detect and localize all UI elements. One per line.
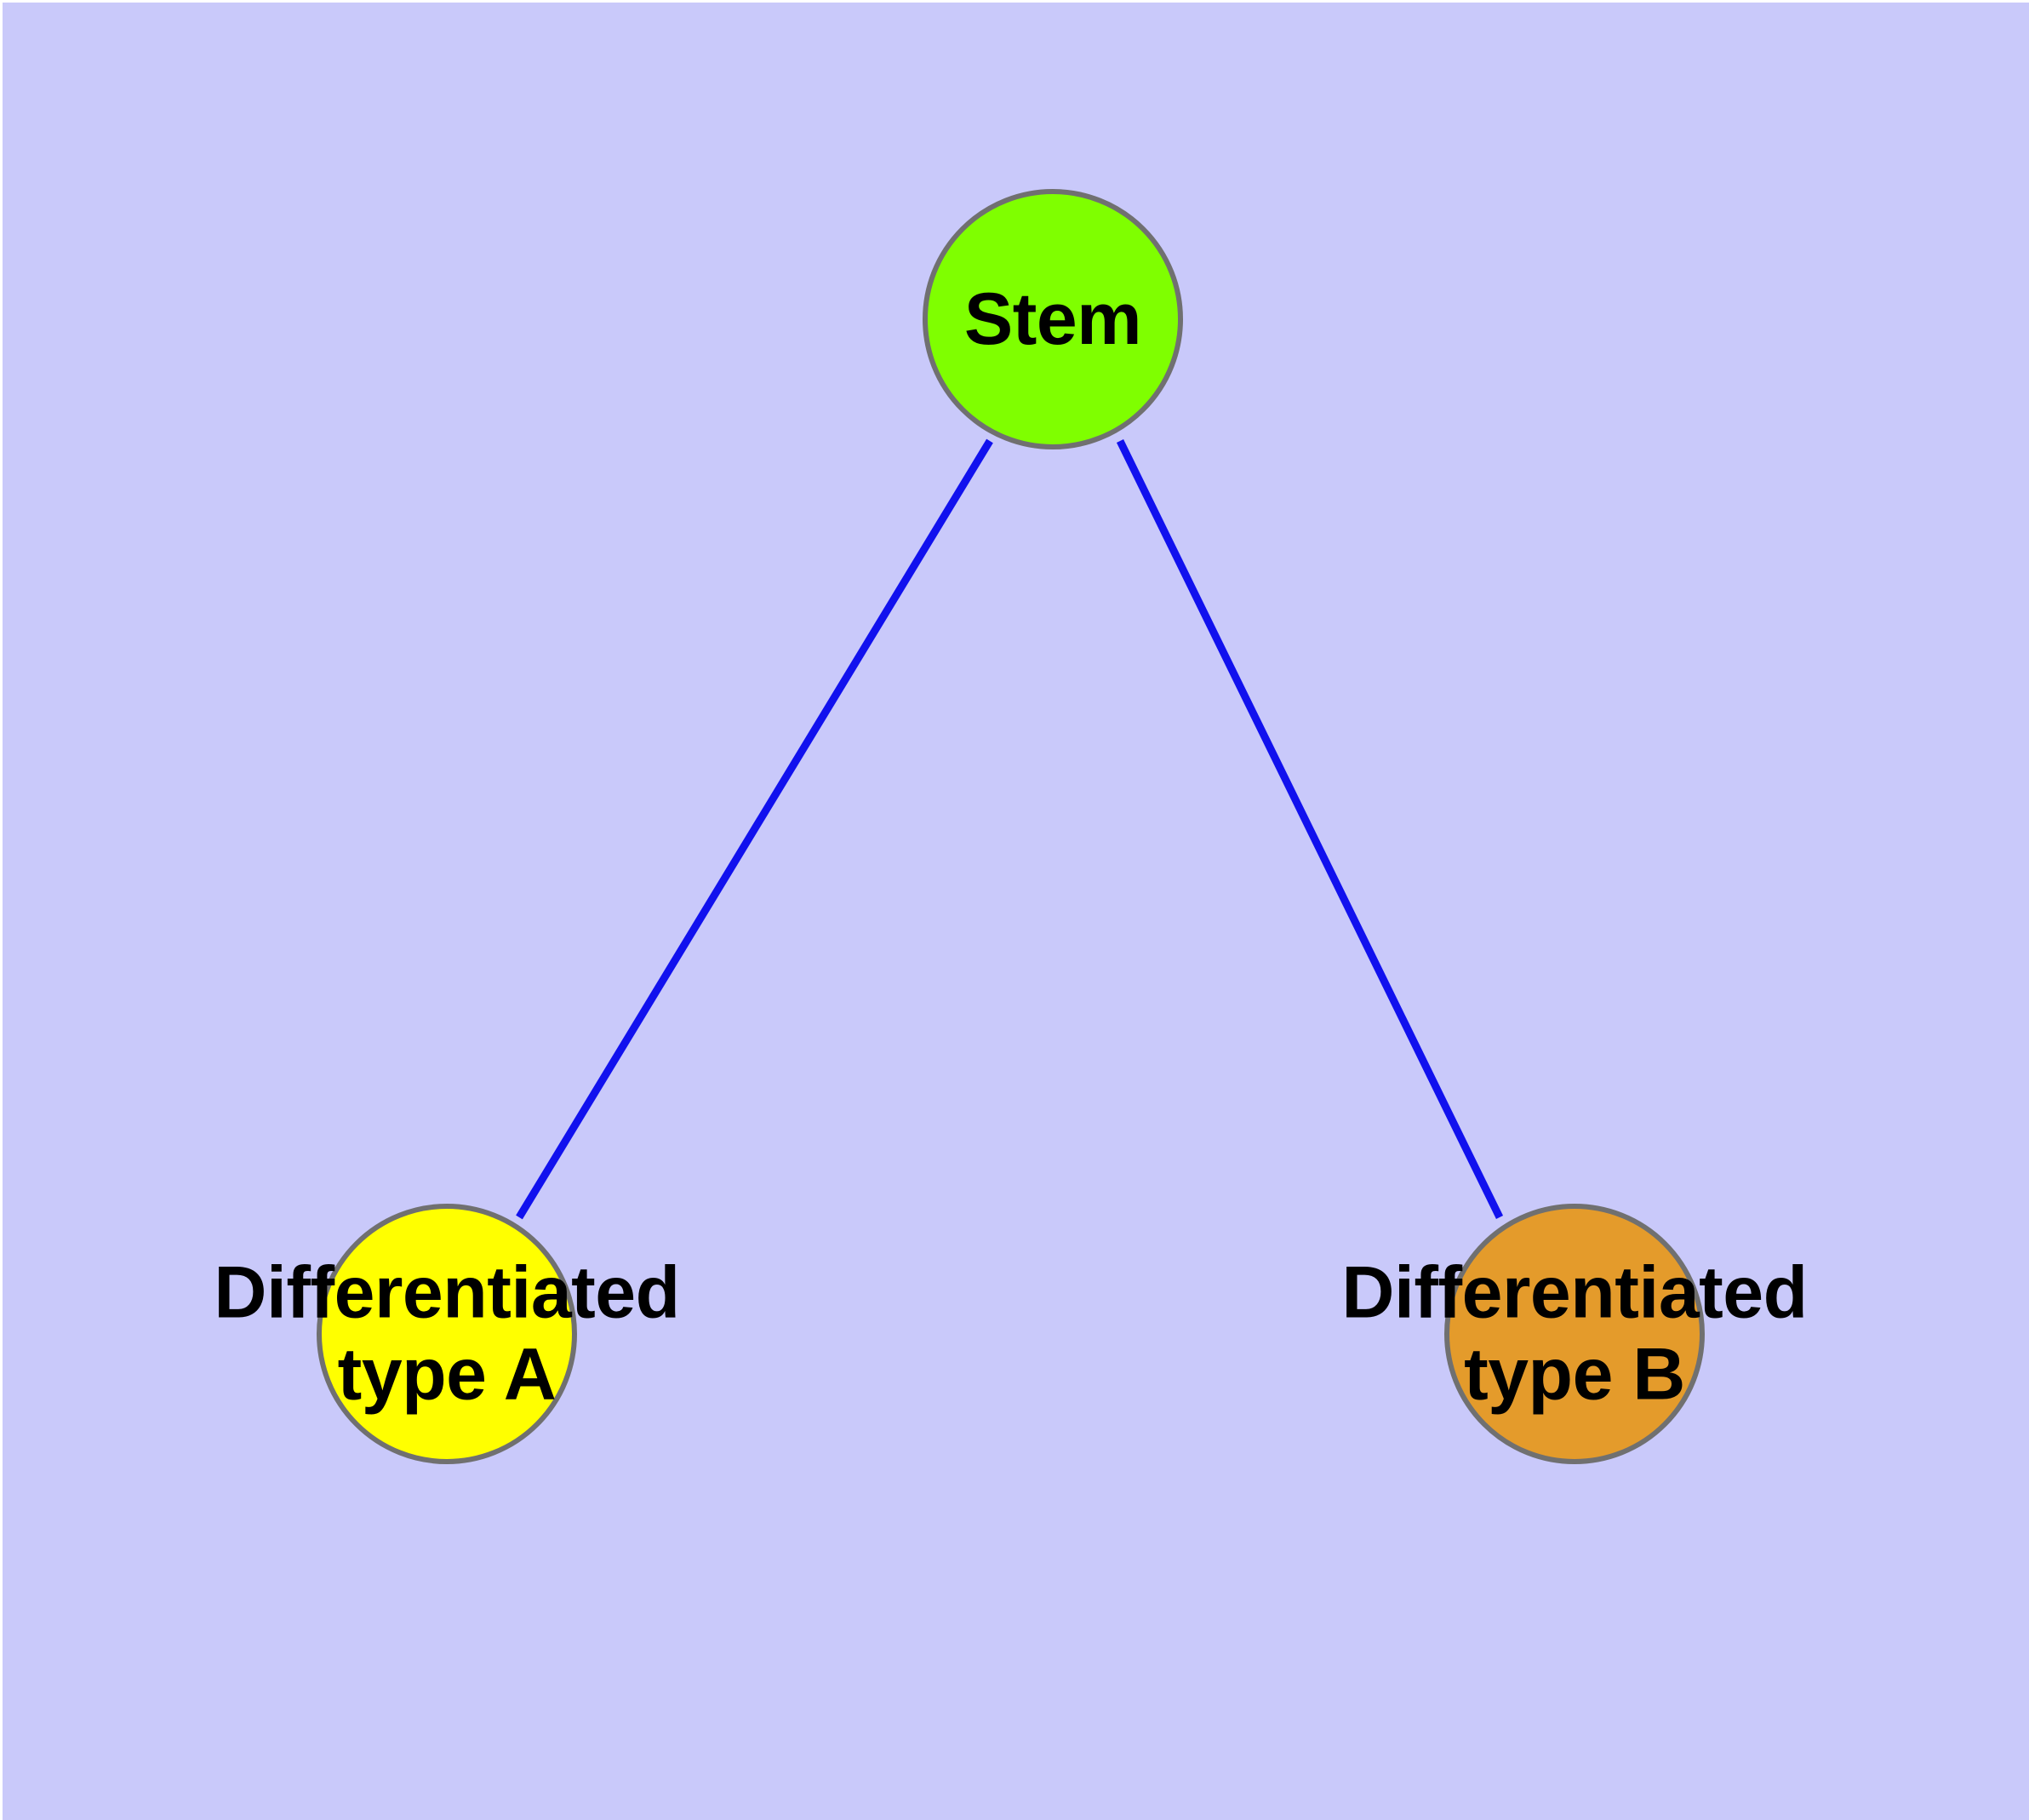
- node-stem-label-line-1: Stem: [963, 278, 1142, 360]
- node-differentiated-type-a[interactable]: Differentiated type A: [214, 1204, 680, 1464]
- node-stem[interactable]: Stem: [923, 189, 1183, 449]
- node-differentiated-type-b[interactable]: Differentiated type B: [1341, 1204, 1808, 1464]
- node-stem-label: Stem: [963, 278, 1142, 360]
